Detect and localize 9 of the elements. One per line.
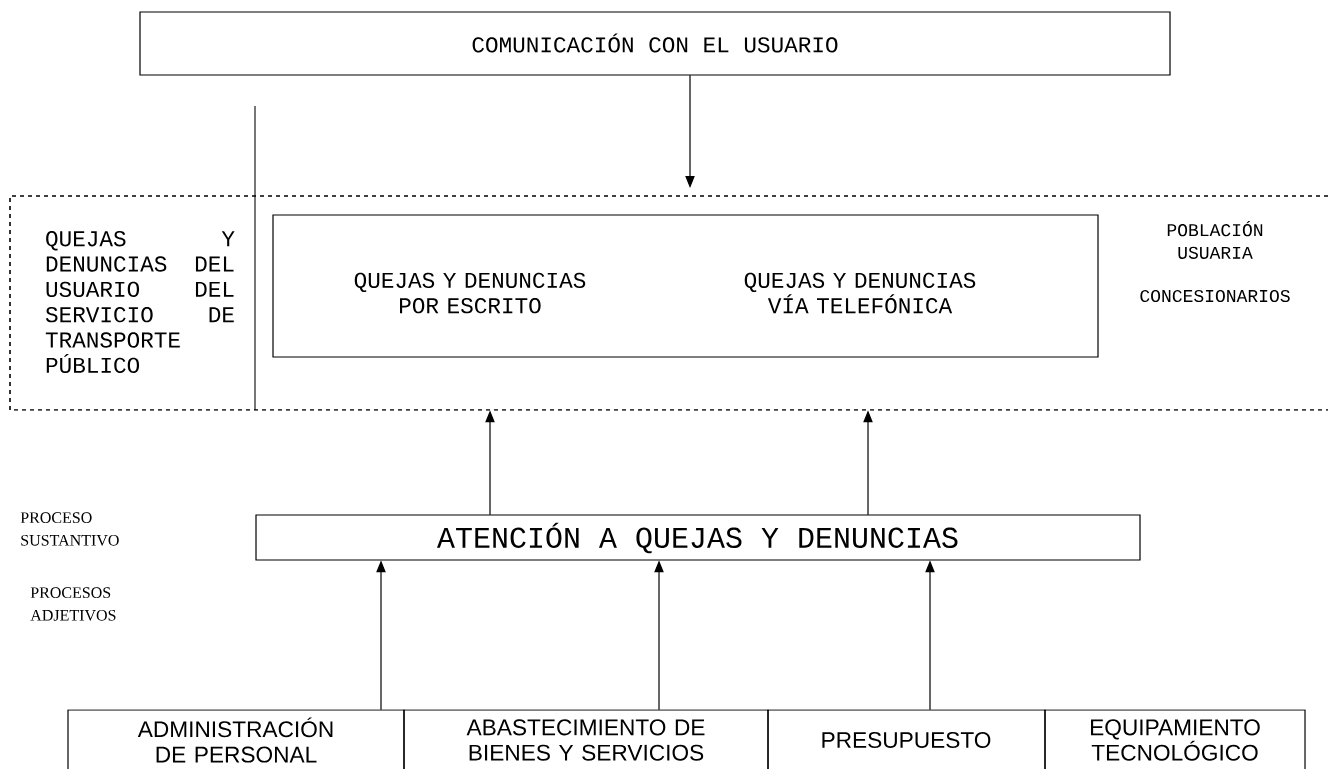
process-box: ABASTECIMIENTO DE BIENES Y SERVICIOS: [403, 709, 769, 769]
process-box: EQUIPAMIENTO TECNOLÓGICO: [1044, 709, 1306, 769]
process-box: ADMINISTRACIÓN DE PERSONAL: [67, 709, 405, 769]
side-label: PROCESO SUSTANTIVO: [20, 512, 119, 546]
side-label: PROCESOS ADJETIVOS: [30, 587, 116, 621]
process-box: COMUNICACIÓN CON EL USUARIO: [139, 11, 1171, 76]
process-box: PRESUPUESTO: [767, 709, 1046, 769]
process-box: ATENCIÓN A QUEJAS Y DENUNCIAS: [255, 514, 1141, 561]
process-box: QUEJAS Y DENUNCIAS POR ESCRITO QUEJAS Y DENUNCIAS VÍA TELEFÓNICA: [272, 214, 1099, 358]
